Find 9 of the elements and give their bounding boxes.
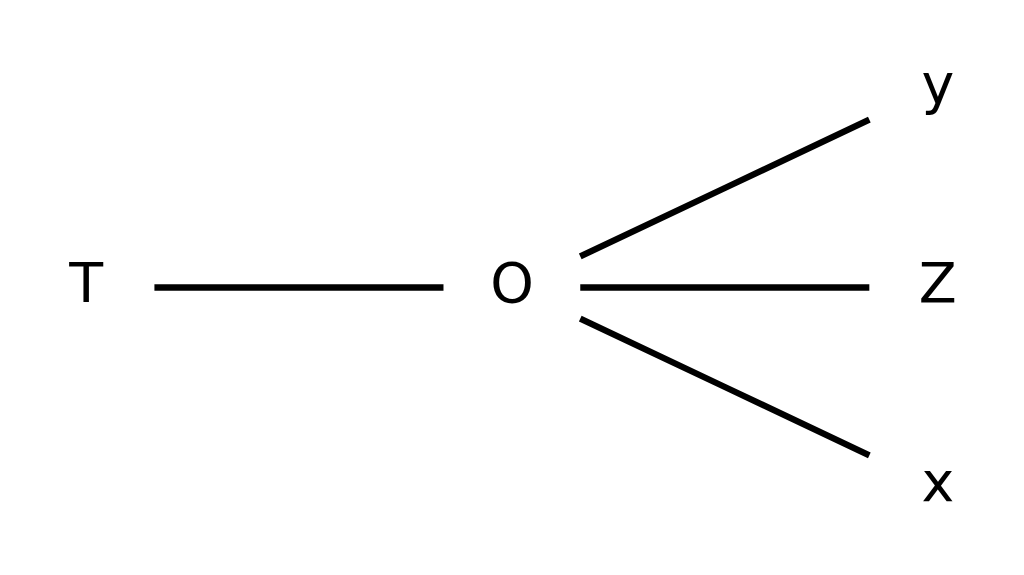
node-text: Z (918, 250, 957, 315)
node-text: T (69, 250, 104, 315)
node-text: O (490, 250, 534, 315)
node-text: x (921, 449, 955, 514)
node-text: y (921, 51, 955, 116)
connector (578, 315, 871, 459)
connector (578, 116, 871, 260)
connector (580, 284, 870, 291)
connector (154, 284, 444, 291)
